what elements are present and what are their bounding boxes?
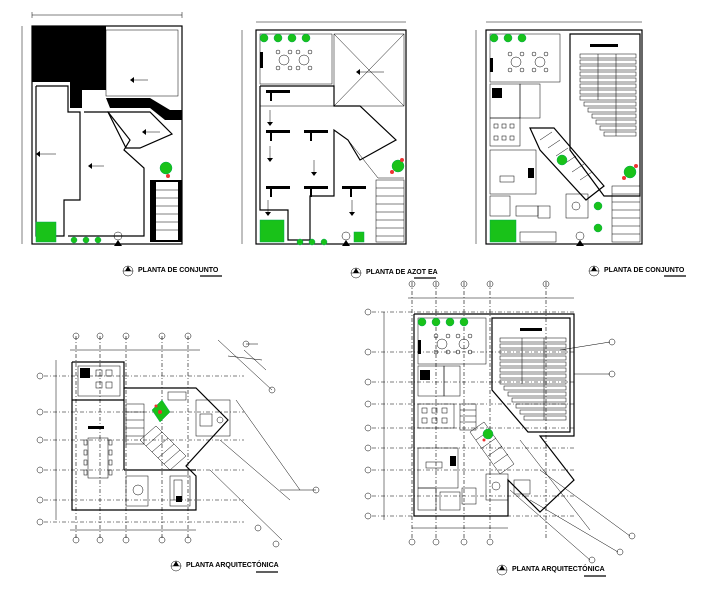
roof-mass	[32, 26, 106, 108]
north-arrow-icon	[575, 231, 585, 241]
drawing-title: PLANTA DE CONJUNTO	[604, 267, 685, 274]
north-arrow-icon	[341, 231, 351, 241]
planter-icon	[35, 221, 57, 243]
drawing-title: PLANTA ARQUITECTÓNICA	[186, 560, 279, 569]
seating-grid	[499, 337, 567, 421]
plan-arquitectonica-left	[36, 332, 320, 548]
shrub-icon	[94, 236, 102, 244]
plan-conjunto-left	[21, 12, 183, 246]
title-block-bottom-left: PLANTA ARQUITECTÓNICA	[170, 560, 279, 573]
stairs	[150, 180, 182, 242]
title-block-top-right: PLANTA DE CONJUNTO	[588, 265, 686, 277]
stairs	[347, 139, 405, 243]
shrub-icon	[70, 236, 78, 244]
flower-icon	[166, 174, 170, 178]
drawing-title: PLANTA ARQUITECTÓNICA	[512, 564, 605, 573]
title-block-bottom-right: PLANTA ARQUITECTÓNICA	[496, 564, 606, 577]
plan-arquitectonica-right	[364, 280, 636, 564]
tree-icon	[159, 161, 173, 175]
drawing-title: PLANTA DE CONJUNTO	[138, 267, 219, 274]
drawing-title: PLANTA DE AZOT EA	[366, 269, 438, 276]
title-block-top-left: PLANTA DE CONJUNTO	[122, 265, 222, 277]
plan-azotea	[241, 21, 407, 246]
shrub-icon	[82, 236, 90, 244]
plan-conjunto-right	[475, 21, 643, 246]
seating-grid	[579, 53, 637, 137]
title-block-top-middle: PLANTA DE AZOT EA	[350, 267, 438, 279]
roof-mass	[106, 98, 182, 120]
